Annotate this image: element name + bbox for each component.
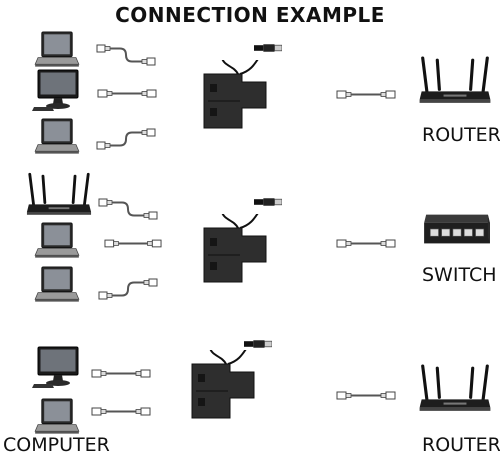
router-icon — [418, 56, 492, 106]
ethernet-cable — [95, 86, 159, 100]
laptop-icon — [34, 266, 80, 304]
monitor-icon — [32, 346, 84, 390]
router-icon — [418, 364, 492, 414]
laptop-icon — [34, 118, 80, 156]
usb-plug-icon — [254, 42, 282, 54]
ethernet-cable — [98, 194, 158, 224]
router-icon — [26, 172, 92, 218]
splitter-adapter — [200, 214, 272, 286]
ethernet-cable — [326, 388, 406, 402]
ethernet-cable — [326, 236, 406, 250]
ethernet-cable — [98, 274, 158, 304]
laptop-icon — [34, 31, 80, 69]
diagram-title: CONNECTION EXAMPLE — [115, 3, 385, 27]
splitter-adapter — [200, 60, 272, 132]
laptop-icon — [34, 398, 80, 436]
switch-label: SWITCH — [422, 264, 497, 286]
computer-label: COMPUTER — [3, 434, 110, 456]
splitter-adapter — [188, 350, 260, 422]
ethernet-cable — [96, 40, 156, 70]
usb-plug-icon — [254, 196, 282, 208]
ethernet-cable — [90, 366, 152, 380]
network-switch-icon — [420, 208, 492, 250]
router-label: ROUTER — [422, 124, 500, 146]
laptop-icon — [34, 222, 80, 260]
usb-plug-icon — [244, 338, 272, 350]
router-label: ROUTER — [422, 434, 500, 456]
ethernet-cable — [104, 236, 162, 250]
ethernet-cable — [96, 124, 156, 154]
monitor-icon — [32, 69, 84, 113]
ethernet-cable — [326, 87, 406, 101]
ethernet-cable — [90, 404, 152, 418]
